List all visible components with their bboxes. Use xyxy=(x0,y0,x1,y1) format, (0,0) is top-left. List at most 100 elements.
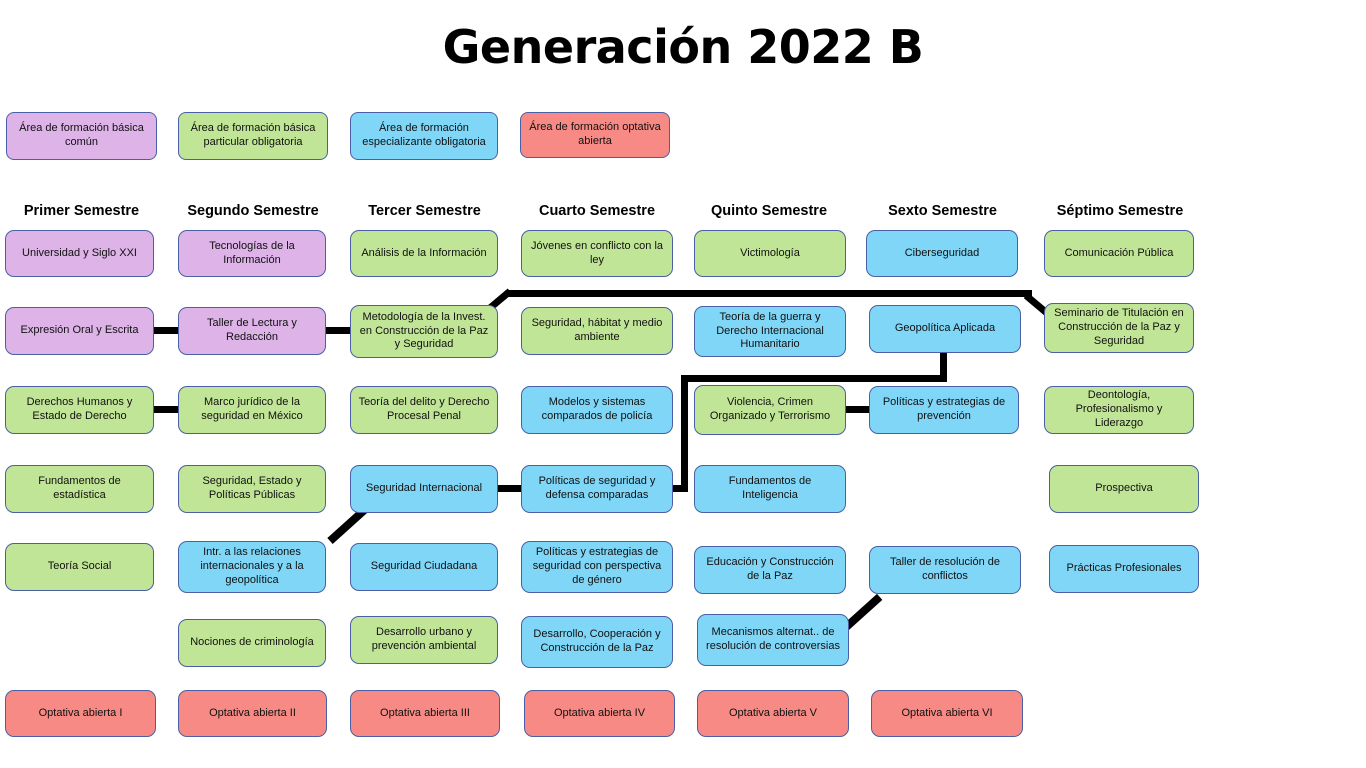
legend-item-basica-comun: Área de formación básica común xyxy=(6,112,157,160)
course-box[interactable]: Jóvenes en conflicto con la ley xyxy=(521,230,673,277)
course-label: Intr. a las relaciones internacionales y… xyxy=(200,546,304,586)
course-box[interactable]: Seguridad Ciudadana xyxy=(350,543,498,591)
connector-s3r4-s4r4 xyxy=(497,485,523,492)
course-label: Desarrollo urbano y prevención ambiental xyxy=(371,626,477,652)
course-label: Políticas y estrategias de prevención xyxy=(882,396,1006,422)
course-label: Optativa abierta III xyxy=(380,706,470,719)
course-label: Universidad y Siglo XXI xyxy=(22,246,137,259)
connector-geopolitica-horizontal xyxy=(681,375,947,382)
course-label: Mecanismos alternat.. de resolución de c… xyxy=(706,626,840,652)
legend-item-especializante-obligatoria: Área de formación especializante obligat… xyxy=(350,112,498,160)
course-box[interactable]: Políticas de seguridad y defensa compara… xyxy=(521,465,673,513)
semester-header-4: Cuarto Semestre xyxy=(538,203,656,219)
course-box[interactable]: Fundamentos de Inteligencia xyxy=(694,465,846,513)
course-box[interactable]: Comunicación Pública xyxy=(1044,230,1194,277)
course-box[interactable]: Seminario de Titulación en Construcción … xyxy=(1044,303,1194,353)
course-box[interactable]: Educación y Construcción de la Paz xyxy=(694,546,846,594)
course-label: Nociones de criminología xyxy=(190,636,314,649)
course-label: Educación y Construcción de la Paz xyxy=(706,556,834,582)
course-box-optativa[interactable]: Optativa abierta IV xyxy=(524,690,675,737)
course-box[interactable]: Intr. a las relaciones internacionales y… xyxy=(178,541,326,593)
course-box[interactable]: Fundamentos de estadística xyxy=(5,465,154,513)
course-box[interactable]: Geopolítica Aplicada xyxy=(869,305,1021,353)
course-box[interactable]: Taller de Lectura y Redacción xyxy=(178,307,326,355)
legend-item-basica-particular-obligatoria: Área de formación básica particular obli… xyxy=(178,112,328,160)
course-label: Taller de Lectura y Redacción xyxy=(207,317,297,343)
course-box[interactable]: Universidad y Siglo XXI xyxy=(5,230,154,277)
course-box[interactable]: Victimología xyxy=(694,230,846,277)
course-label: Marco jurídico de la seguridad en México xyxy=(201,396,303,422)
course-box[interactable]: Marco jurídico de la seguridad en México xyxy=(178,386,326,434)
course-box[interactable]: Teoría Social xyxy=(5,543,154,591)
connector-top-bridge-horizontal xyxy=(508,290,1032,297)
course-label: Teoría de la guerra y Derecho Internacio… xyxy=(716,310,824,351)
course-box[interactable]: Deontología, Profesionalismo y Liderazgo xyxy=(1044,386,1194,434)
course-label: Fundamentos de estadística xyxy=(38,475,121,501)
course-label: Fundamentos de Inteligencia xyxy=(728,475,812,501)
course-box[interactable]: Políticas y estrategias de seguridad con… xyxy=(521,541,673,593)
connector-s1r2-s2r2 xyxy=(152,327,180,334)
course-box-optativa[interactable]: Optativa abierta III xyxy=(350,690,500,737)
course-label: Prácticas Profesionales xyxy=(1066,562,1182,575)
connector-s1r3-s2r3 xyxy=(152,406,180,413)
course-box-optativa[interactable]: Optativa abierta VI xyxy=(871,690,1023,737)
course-box-optativa[interactable]: Optativa abierta II xyxy=(178,690,327,737)
legend-label: Área de formación básica particular obli… xyxy=(190,122,316,148)
course-box[interactable]: Taller de resolución de conflictos xyxy=(869,546,1021,594)
legend-item-optativa-abierta: Área de formación optativa abierta xyxy=(520,112,670,158)
course-label: Violencia, Crimen Organizado y Terrorism… xyxy=(709,396,831,422)
course-box[interactable]: Prácticas Profesionales xyxy=(1049,545,1199,593)
course-box[interactable]: Prospectiva xyxy=(1049,465,1199,513)
connector-geopolitica-down-left xyxy=(681,375,688,489)
course-label: Políticas de seguridad y defensa compara… xyxy=(538,475,656,501)
semester-header-7: Séptimo Semestre xyxy=(1056,203,1184,219)
course-label: Victimología xyxy=(740,246,800,259)
course-box[interactable]: Tecnologías de la Información xyxy=(178,230,326,277)
course-box[interactable]: Seguridad, hábitat y medio ambiente xyxy=(521,307,673,355)
course-box[interactable]: Modelos y sistemas comparados de policía xyxy=(521,386,673,434)
course-label: Teoría Social xyxy=(47,560,112,573)
course-label: Deontología, Profesionalismo y Liderazgo xyxy=(1075,389,1163,429)
course-box[interactable]: Mecanismos alternat.. de resolución de c… xyxy=(697,614,849,666)
course-label: Comunicación Pública xyxy=(1064,246,1174,259)
course-box[interactable]: Desarrollo urbano y prevención ambiental xyxy=(350,616,498,664)
course-label: Modelos y sistemas comparados de policía xyxy=(541,396,653,422)
course-label: Optativa abierta I xyxy=(38,706,123,719)
course-box[interactable]: Nociones de criminología xyxy=(178,619,326,667)
legend-label: Área de formación básica común xyxy=(19,122,144,148)
course-label: Tecnologías de la Información xyxy=(209,239,295,266)
course-label: Seguridad Internacional xyxy=(365,482,483,495)
connector-geopolitica-vertical xyxy=(940,350,947,382)
connector-geopolitica-to-politicas xyxy=(672,485,688,492)
course-label: Políticas y estrategias de seguridad con… xyxy=(532,546,662,586)
semester-header-6: Sexto Semestre xyxy=(888,203,997,219)
course-label: Prospectiva xyxy=(1095,482,1153,495)
course-box[interactable]: Ciberseguridad xyxy=(866,230,1018,277)
course-box[interactable]: Teoría de la guerra y Derecho Internacio… xyxy=(694,306,846,357)
course-label: Derechos Humanos y Estado de Derecho xyxy=(26,396,133,422)
course-box[interactable]: Seguridad Internacional xyxy=(350,465,498,513)
connector-s2r2-s3r2 xyxy=(325,327,352,334)
course-box[interactable]: Seguridad, Estado y Políticas Públicas xyxy=(178,465,326,513)
legend-label: Área de formación especializante obligat… xyxy=(362,122,486,148)
course-label: Desarrollo, Cooperación y Construcción d… xyxy=(533,628,661,654)
course-label: Optativa abierta II xyxy=(209,706,296,719)
course-box[interactable]: Análisis de la Información xyxy=(350,230,498,277)
course-box[interactable]: Políticas y estrategias de prevención xyxy=(869,386,1019,434)
course-label: Seguridad Ciudadana xyxy=(370,560,478,573)
course-box[interactable]: Violencia, Crimen Organizado y Terrorism… xyxy=(694,385,846,435)
course-box[interactable]: Expresión Oral y Escrita xyxy=(5,307,154,355)
course-label: Optativa abierta V xyxy=(728,706,818,719)
course-box[interactable]: Desarrollo, Cooperación y Construcción d… xyxy=(521,616,673,668)
semester-header-2: Segundo Semestre xyxy=(187,203,319,219)
course-box[interactable]: Teoría del delito y Derecho Procesal Pen… xyxy=(350,386,498,434)
course-box-optativa[interactable]: Optativa abierta V xyxy=(697,690,849,737)
course-box[interactable]: Metodología de la Invest. en Construcció… xyxy=(350,305,498,358)
connector-s5r3-s6r3 xyxy=(845,406,873,413)
course-label: Teoría del delito y Derecho Procesal Pen… xyxy=(358,396,490,422)
legend-label: Área de formación optativa abierta xyxy=(529,121,661,147)
course-label: Metodología de la Invest. en Construcció… xyxy=(359,310,489,351)
course-box-optativa[interactable]: Optativa abierta I xyxy=(5,690,156,737)
course-box[interactable]: Derechos Humanos y Estado de Derecho xyxy=(5,386,154,434)
